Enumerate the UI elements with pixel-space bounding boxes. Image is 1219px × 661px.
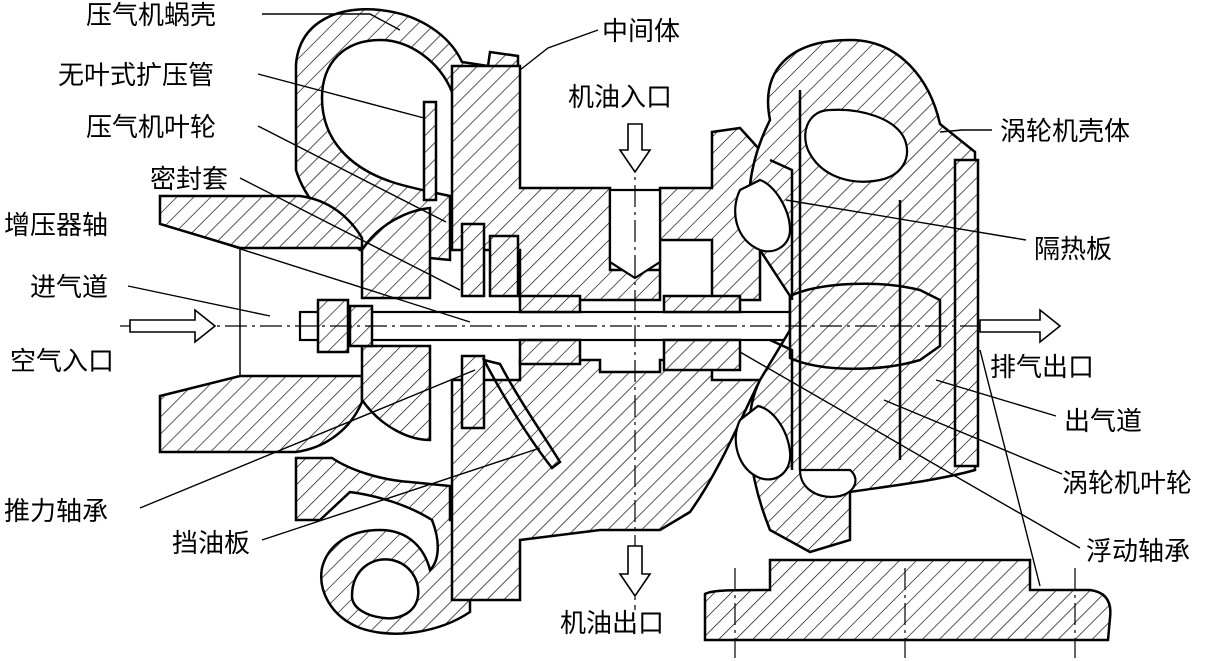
air-inlet-arrow bbox=[129, 308, 217, 344]
label-oil-inlet: 机油入口 bbox=[568, 83, 672, 113]
outlet-duct bbox=[953, 158, 980, 468]
label-air-inlet: 空气入口 bbox=[10, 347, 114, 377]
leader-lines bbox=[127, 13, 1081, 587]
label-floating-bearing: 浮动轴承 bbox=[1086, 537, 1190, 567]
label-exhaust-outlet: 排气出口 bbox=[990, 353, 1094, 383]
exhaust-arrow bbox=[979, 308, 1062, 344]
label-compressor-impeller: 压气机叶轮 bbox=[86, 113, 216, 143]
label-oil-deflector: 挡油板 bbox=[172, 529, 250, 559]
label-oil-outlet: 机油出口 bbox=[560, 609, 664, 639]
mounting-flange bbox=[703, 558, 1112, 658]
label-turbine-wheel: 涡轮机叶轮 bbox=[1062, 469, 1192, 499]
label-intake-duct: 进气道 bbox=[30, 273, 108, 303]
label-center-housing: 中间体 bbox=[602, 17, 680, 47]
label-turbo-shaft: 增压器轴 bbox=[4, 211, 108, 241]
label-heat-shield: 隔热板 bbox=[1034, 235, 1112, 265]
label-compressor-housing: 压气机蜗壳 bbox=[86, 1, 216, 31]
bearings bbox=[460, 222, 742, 470]
label-thrust-bearing: 推力轴承 bbox=[4, 497, 108, 527]
label-outlet-duct: 出气道 bbox=[1064, 407, 1142, 437]
oil-inlet-arrow bbox=[618, 123, 652, 174]
label-turbine-housing: 涡轮机壳体 bbox=[1000, 117, 1130, 147]
oil-outlet-arrow bbox=[618, 545, 652, 598]
label-vaneless-diffuser: 无叶式扩压管 bbox=[58, 61, 214, 91]
label-seal-sleeve: 密封套 bbox=[150, 165, 228, 195]
compressor-impeller bbox=[360, 100, 438, 442]
heat-shield bbox=[769, 158, 794, 470]
